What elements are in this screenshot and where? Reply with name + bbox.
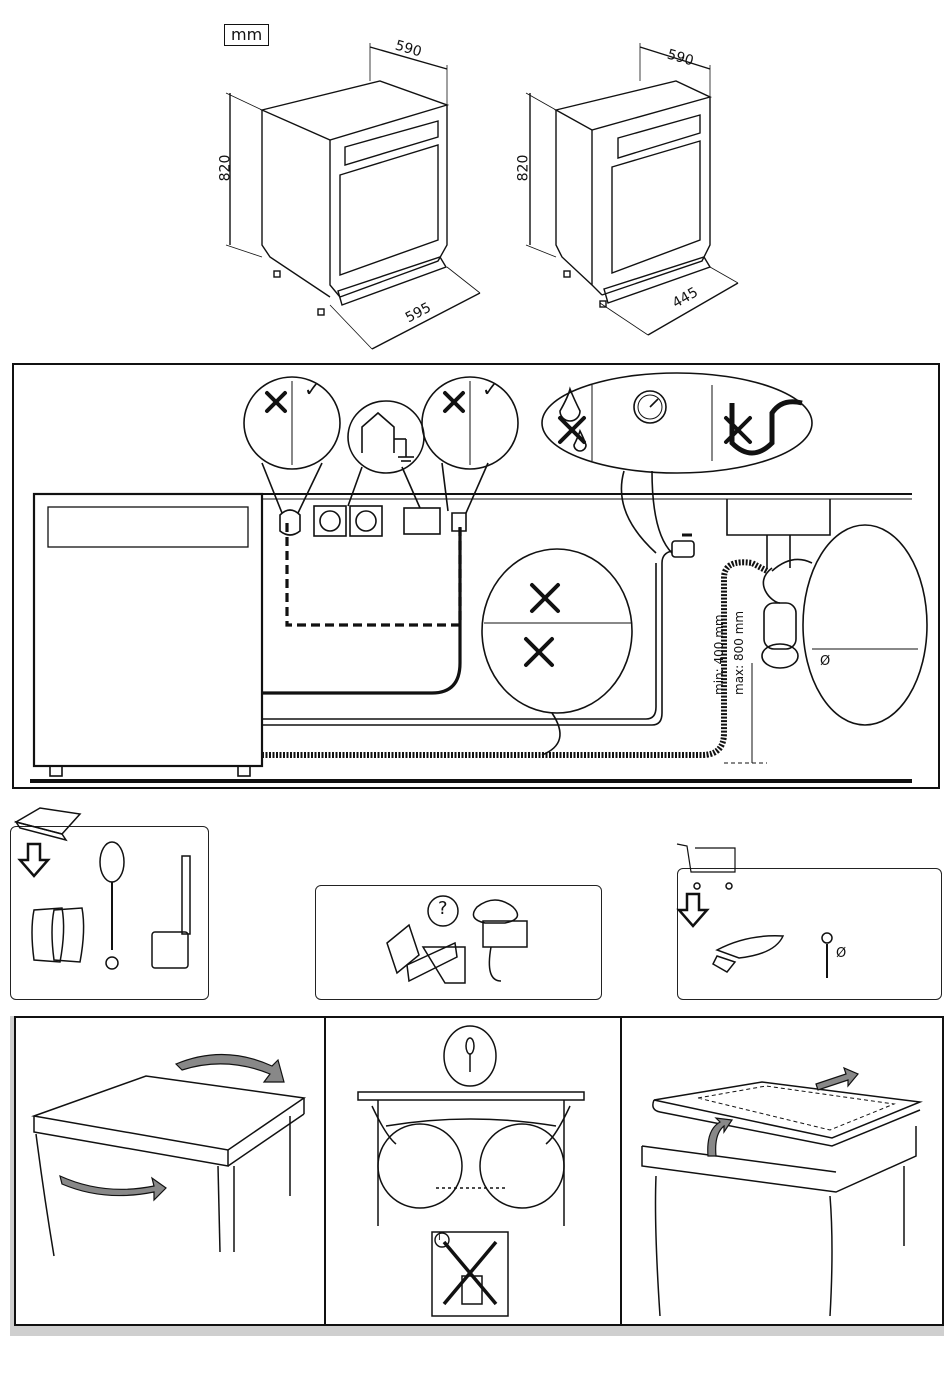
documents-illustration xyxy=(315,885,602,1000)
installation-diagram xyxy=(12,363,940,789)
check-icon-left: ✓ xyxy=(304,377,321,401)
dimension-drawing-deep xyxy=(200,35,500,365)
height-label-1: 820 xyxy=(217,155,233,182)
diameter-symbol-siphon: Ø xyxy=(820,654,830,669)
height-label-2: 820 xyxy=(515,155,531,182)
diameter-symbol-screw: Ø xyxy=(836,946,846,961)
step-2-unscrew-worktop xyxy=(324,1016,622,1326)
step-3-lift-worktop xyxy=(620,1016,944,1326)
drain-max-height-label: max: 800 mm xyxy=(732,611,746,695)
step-1-remove-worktop xyxy=(14,1016,326,1326)
info-icon: i xyxy=(438,1232,441,1243)
tools-illustration xyxy=(10,800,210,1000)
drain-min-height-label: min: 400 mm xyxy=(712,614,726,695)
included-parts-illustration xyxy=(677,838,942,1000)
dimension-drawing-slim xyxy=(500,35,760,355)
question-icon: ? xyxy=(438,898,448,919)
check-icon-right: ✓ xyxy=(482,377,499,401)
panel-shadow-bottom xyxy=(10,1326,944,1336)
